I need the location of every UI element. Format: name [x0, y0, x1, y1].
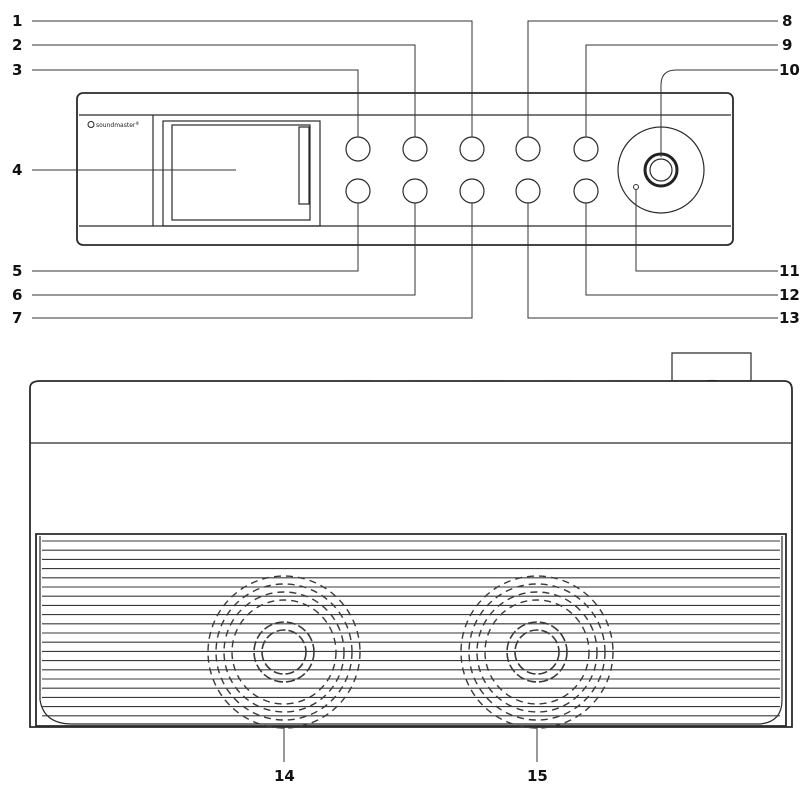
callout-2: 2	[12, 36, 22, 54]
speaker-ring	[253, 621, 315, 683]
brand-logo: soundmaster®	[87, 121, 139, 129]
speaker-ring	[514, 629, 560, 675]
grill-slats	[42, 540, 780, 717]
leader-3	[32, 69, 359, 137]
leader-7	[32, 203, 473, 319]
grill-inner	[39, 536, 783, 725]
callout-5: 5	[12, 262, 22, 280]
callout-8: 8	[782, 12, 792, 30]
callout-15: 15	[527, 767, 548, 785]
callout-6: 6	[12, 286, 22, 304]
speaker-ring	[468, 583, 606, 721]
callout-12: 12	[779, 286, 800, 304]
leader-9	[585, 44, 778, 137]
display-bezel	[162, 120, 321, 227]
speaker-ring	[231, 599, 337, 705]
callout-labels: 1 2 3 4 5 6 7 8 9 10 11 12 13 14 15	[12, 12, 800, 785]
callout-7: 7	[12, 309, 22, 327]
leader-13	[527, 203, 778, 319]
callout-3: 3	[12, 61, 22, 79]
speaker-ring	[484, 599, 590, 705]
speaker-left	[207, 575, 361, 729]
leader-12	[585, 203, 778, 296]
speaker-ring	[476, 591, 598, 713]
panel-body	[76, 92, 734, 246]
callout-1: 1	[12, 12, 22, 30]
speaker-ring	[223, 591, 345, 713]
callout-14: 14	[274, 767, 295, 785]
speaker-right	[460, 575, 614, 729]
speaker-ring	[460, 575, 614, 729]
leader-2	[32, 44, 416, 137]
speaker-ring	[215, 583, 353, 721]
speaker-ring	[261, 629, 307, 675]
front-panel: soundmaster®	[76, 92, 734, 246]
speaker-ring	[506, 621, 568, 683]
grill-frame	[35, 533, 787, 727]
callout-9: 9	[782, 36, 792, 54]
knob-inner	[649, 158, 673, 182]
brand-logo-icon	[87, 121, 95, 128]
speaker-view	[29, 352, 793, 729]
brand-name: soundmaster®	[96, 121, 139, 129]
leader-8	[527, 20, 778, 137]
callout-13: 13	[779, 309, 800, 327]
leader-5	[32, 203, 359, 272]
top-knob-block	[671, 352, 752, 382]
speaker-ring	[207, 575, 361, 729]
leader-11	[635, 190, 778, 272]
display-screen	[171, 124, 311, 221]
leader-1	[32, 20, 473, 137]
indicator-led	[633, 184, 639, 190]
callout-10: 10	[779, 61, 800, 79]
leader-10	[660, 69, 778, 157]
callout-11: 11	[779, 262, 800, 280]
callout-4: 4	[12, 161, 22, 179]
leader-6	[32, 203, 416, 296]
display-slot	[298, 126, 310, 205]
callout-leaders	[32, 20, 778, 762]
